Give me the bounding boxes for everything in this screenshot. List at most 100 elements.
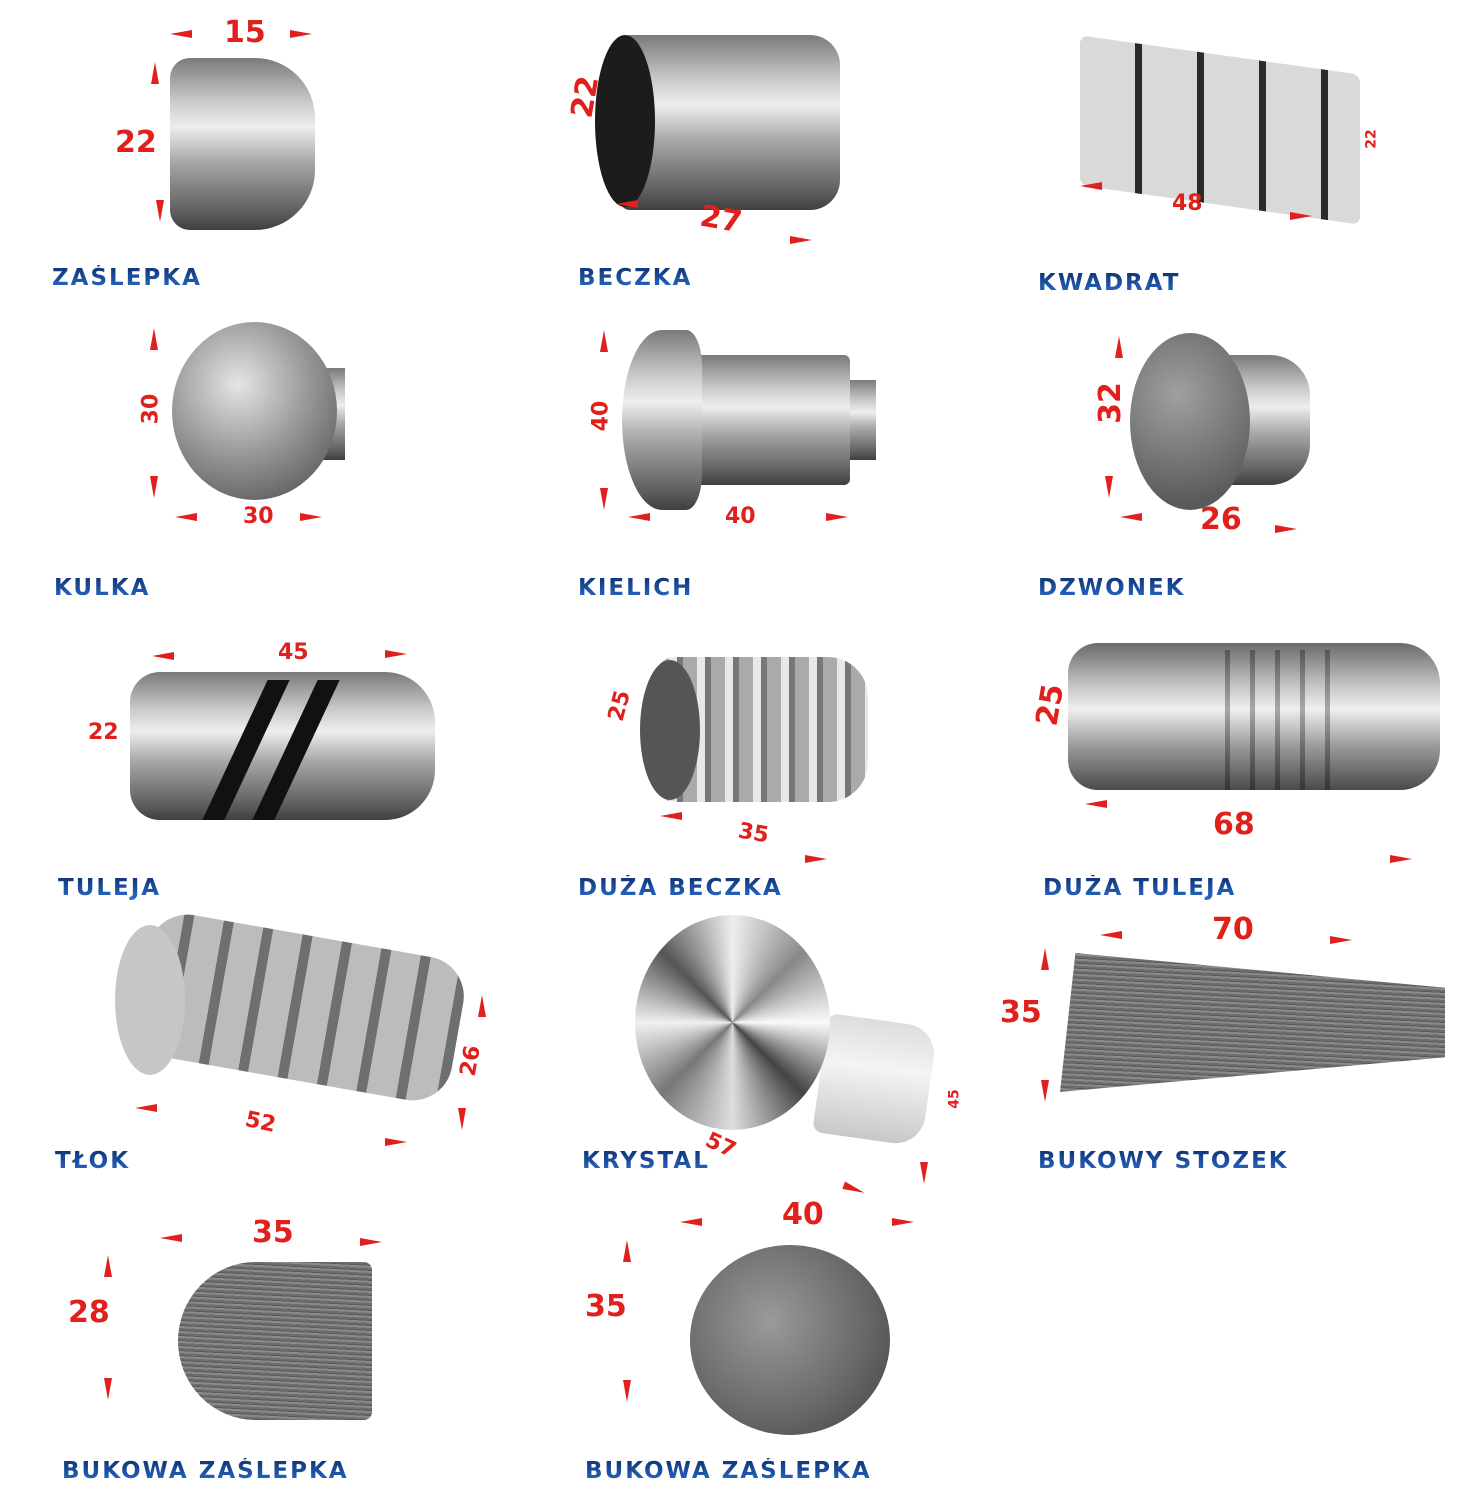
product-label: DZWONEK bbox=[1038, 575, 1186, 601]
finial-head bbox=[622, 330, 702, 510]
finial-image bbox=[1060, 953, 1445, 1092]
height-dimension: 35 bbox=[1000, 995, 1042, 1030]
product-label: DUŻA BECZKA bbox=[578, 875, 783, 901]
width-dimension: 40 bbox=[782, 1197, 824, 1232]
width-dimension: 48 bbox=[1172, 191, 1203, 216]
arrow-left-icon bbox=[1120, 513, 1142, 521]
arrow-right-icon bbox=[826, 513, 848, 521]
product-label: ZAŚLEPKA bbox=[52, 265, 202, 291]
arrow-down-icon bbox=[104, 1378, 112, 1400]
arrow-down-icon bbox=[1105, 476, 1113, 498]
height-dimension: 25 bbox=[1029, 681, 1072, 729]
width-dimension: 15 bbox=[224, 15, 266, 50]
product-label: KULKA bbox=[54, 575, 151, 601]
height-dimension: 22 bbox=[115, 125, 157, 160]
product-label: TULEJA bbox=[58, 875, 162, 901]
arrow-left-icon bbox=[1100, 931, 1122, 939]
finial-image bbox=[620, 35, 840, 210]
width-dimension: 30 bbox=[243, 504, 274, 529]
width-dimension: 45 bbox=[278, 640, 309, 665]
arrow-left-icon bbox=[160, 1234, 182, 1242]
finial-image bbox=[172, 322, 337, 500]
height-dimension: 22 bbox=[1363, 129, 1380, 149]
arrow-down-icon bbox=[458, 1108, 466, 1130]
arrow-left-icon bbox=[135, 1104, 157, 1112]
product-label: DUŻA TULEJA bbox=[1043, 875, 1237, 901]
width-dimension: 27 bbox=[697, 198, 745, 241]
finial-stem bbox=[812, 1012, 938, 1148]
arrow-right-icon bbox=[385, 1138, 407, 1146]
arrow-right-icon bbox=[385, 650, 407, 658]
product-label: BECZKA bbox=[578, 265, 693, 291]
width-dimension: 35 bbox=[736, 818, 771, 849]
arrow-left-icon bbox=[680, 1218, 702, 1226]
arrow-right-icon bbox=[790, 236, 812, 244]
arrow-up-icon bbox=[600, 330, 608, 352]
height-dimension: 32 bbox=[1092, 382, 1128, 424]
arrow-right-icon bbox=[805, 855, 827, 863]
arrow-left-icon bbox=[1085, 800, 1107, 808]
arrow-right-icon bbox=[892, 1218, 914, 1226]
arrow-left-icon bbox=[175, 513, 197, 521]
finial-face bbox=[115, 925, 185, 1075]
arrow-up-icon bbox=[151, 62, 159, 84]
arrow-down-icon bbox=[600, 488, 608, 510]
arrow-up-icon bbox=[1041, 948, 1049, 970]
width-dimension: 26 bbox=[1200, 502, 1242, 537]
width-dimension: 70 bbox=[1212, 912, 1254, 947]
arrow-right-icon bbox=[1275, 525, 1297, 533]
finial-image bbox=[635, 915, 830, 1130]
height-dimension: 40 bbox=[588, 400, 614, 432]
product-label: BUKOWA ZAŚLEPKA bbox=[585, 1458, 872, 1484]
arrow-left-icon bbox=[660, 812, 682, 820]
arrow-right-icon bbox=[842, 1181, 866, 1197]
height-dimension: 22 bbox=[88, 720, 119, 745]
height-dimension: 45 bbox=[946, 1089, 963, 1109]
arrow-down-icon bbox=[920, 1162, 928, 1184]
arrow-left-icon bbox=[616, 200, 638, 208]
finial-image bbox=[178, 1262, 372, 1420]
product-label: TŁOK bbox=[55, 1148, 131, 1174]
finial-grooves bbox=[1205, 650, 1335, 790]
arrow-right-icon bbox=[1330, 936, 1352, 944]
arrow-down-icon bbox=[150, 476, 158, 498]
finial-image bbox=[1068, 643, 1440, 790]
arrow-right-icon bbox=[360, 1238, 382, 1246]
arrow-up-icon bbox=[478, 995, 486, 1017]
arrow-right-icon bbox=[1290, 212, 1312, 220]
arrow-left-icon bbox=[628, 513, 650, 521]
finial-image bbox=[680, 355, 850, 485]
product-label: KIELICH bbox=[578, 575, 694, 601]
arrow-left-icon bbox=[170, 30, 192, 38]
arrow-up-icon bbox=[1115, 336, 1123, 358]
finial-face bbox=[595, 35, 655, 207]
arrow-right-icon bbox=[1390, 855, 1412, 863]
arrow-up-icon bbox=[104, 1255, 112, 1277]
finial-image bbox=[690, 1245, 890, 1435]
product-label: KWADRAT bbox=[1038, 270, 1181, 296]
finial-head bbox=[1130, 333, 1250, 510]
arrow-down-icon bbox=[1041, 1080, 1049, 1102]
height-dimension: 28 bbox=[68, 1295, 110, 1330]
height-dimension: 35 bbox=[585, 1289, 627, 1324]
arrow-up-icon bbox=[150, 328, 158, 350]
arrow-left-icon bbox=[1080, 182, 1102, 190]
arrow-down-icon bbox=[623, 1380, 631, 1402]
height-dimension: 30 bbox=[138, 393, 164, 425]
width-dimension: 35 bbox=[252, 1215, 294, 1250]
height-dimension: 26 bbox=[455, 1043, 486, 1079]
arrow-right-icon bbox=[290, 30, 312, 38]
width-dimension: 52 bbox=[242, 1107, 278, 1138]
finial-image bbox=[170, 58, 315, 230]
width-dimension: 40 bbox=[725, 504, 756, 529]
width-dimension: 68 bbox=[1213, 807, 1255, 842]
arrow-left-icon bbox=[152, 652, 174, 660]
arrow-up-icon bbox=[623, 1240, 631, 1262]
finial-face bbox=[640, 660, 700, 800]
height-dimension: 25 bbox=[603, 687, 636, 724]
height-dimension: 22 bbox=[564, 73, 607, 121]
arrow-down-icon bbox=[156, 200, 164, 222]
finial-image bbox=[1080, 35, 1360, 225]
product-label: KRYSTAL bbox=[582, 1148, 710, 1174]
product-label: BUKOWA ZAŚLEPKA bbox=[62, 1458, 349, 1484]
